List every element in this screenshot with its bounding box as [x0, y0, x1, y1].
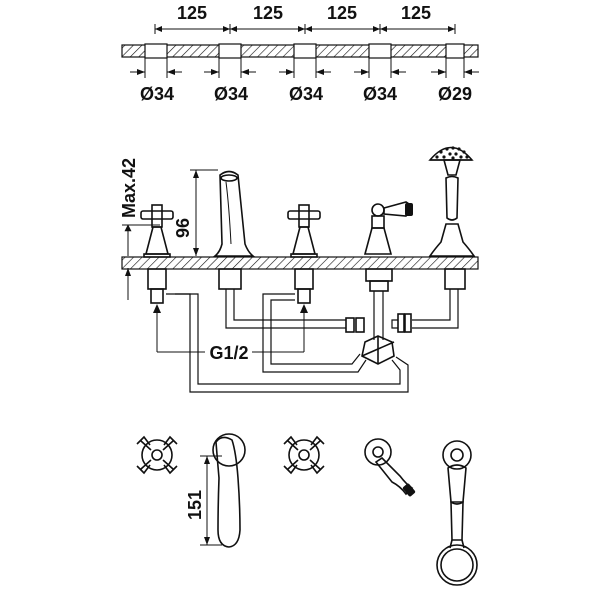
thread-label: G1/2 — [209, 343, 248, 363]
diameter-arrows — [130, 58, 479, 78]
deck-plate-plan — [121, 43, 479, 59]
spacing-label-1: 125 — [177, 3, 207, 23]
spacing-label-4: 125 — [401, 3, 431, 23]
bath-spout — [212, 170, 256, 290]
hand-shower-plan — [436, 440, 478, 586]
spout-plan — [212, 433, 246, 548]
spout-height-dimension: 96 — [173, 169, 218, 256]
diameter-label-4: Ø34 — [363, 84, 397, 104]
spout-length-label: 151 — [185, 490, 205, 520]
spacing-label-2: 125 — [253, 3, 283, 23]
connection-pipes — [166, 289, 459, 393]
cross-handle-plan-left — [136, 435, 178, 475]
diverter-lever — [363, 201, 413, 292]
diameter-label-5: Ø29 — [438, 84, 472, 104]
diverter-lever-plan — [364, 438, 416, 497]
hand-shower-side — [428, 146, 476, 290]
diameter-label-3: Ø34 — [289, 84, 323, 104]
spacing-dimension-line — [154, 24, 456, 34]
plan-view: 151 — [136, 433, 478, 586]
cross-handle-valve-right — [287, 204, 321, 304]
diameter-label-2: Ø34 — [214, 84, 248, 104]
side-elevation: Max.42 96 — [119, 146, 479, 393]
spacing-label-3: 125 — [327, 3, 357, 23]
max-height-dimension: Max.42 — [119, 158, 160, 300]
max-height-label: Max.42 — [119, 158, 139, 218]
spout-length-dimension: 151 — [185, 455, 222, 546]
cross-handle-plan-right — [283, 435, 325, 475]
cross-handle-valve-left — [140, 204, 174, 304]
spout-height-label: 96 — [173, 218, 193, 238]
top-dimension-strip: 125 125 125 125 — [121, 3, 479, 104]
deck-section — [121, 256, 479, 270]
diameter-label-1: Ø34 — [140, 84, 174, 104]
thread-callout: G1/2 — [153, 304, 308, 363]
